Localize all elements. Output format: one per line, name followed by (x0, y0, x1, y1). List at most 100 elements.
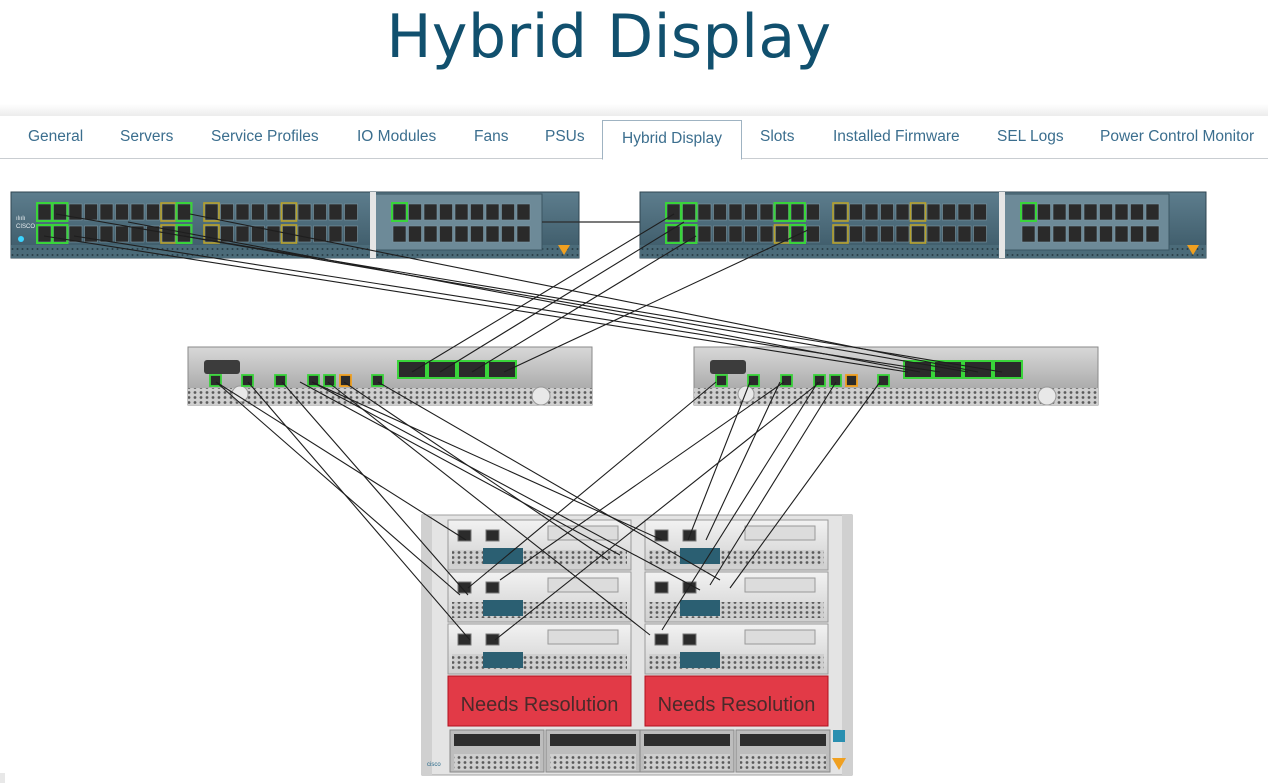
needs-resolution-label: Needs Resolution (461, 694, 619, 716)
cable-line (343, 381, 609, 561)
fi-port (759, 203, 774, 221)
fi-port-active (680, 202, 698, 222)
tab-sel-logs[interactable]: SEL Logs (997, 128, 1064, 145)
fi-port-warning (203, 202, 220, 222)
tab-psus[interactable]: PSUs (545, 128, 585, 145)
io-uplink-port (993, 360, 1023, 379)
tab-slots[interactable]: Slots (760, 128, 795, 145)
tab-general[interactable]: General (28, 128, 84, 145)
fi-port (53, 203, 67, 221)
fi-port (454, 203, 469, 221)
fi-port (470, 225, 484, 243)
fi-port-active (51, 224, 69, 244)
fi-port (485, 225, 500, 243)
blade-drive-bay (744, 577, 816, 593)
fi-port (454, 225, 469, 243)
alert-slot-right[interactable]: Needs Resolution (644, 675, 829, 727)
io-module-b[interactable] (693, 346, 1099, 406)
fi-port (942, 225, 956, 243)
tab-hybrid-display[interactable]: Hybrid Display (602, 120, 742, 160)
blade-drive-bay (547, 525, 619, 541)
fi-port-active (51, 202, 69, 222)
blade-port (654, 529, 669, 542)
blade-port (485, 633, 500, 646)
fi-port (697, 225, 712, 243)
page-title: Hybrid Display (386, 2, 832, 72)
tab-service-profiles[interactable]: Service Profiles (211, 128, 319, 145)
io-port (877, 374, 890, 387)
blade-slots (447, 519, 829, 675)
cable-line (729, 381, 881, 589)
fi-port (833, 203, 848, 221)
io-port (715, 374, 728, 387)
warning-icon (832, 758, 846, 770)
cable-line (189, 213, 979, 373)
fi-port (146, 203, 160, 221)
io-module-a[interactable] (187, 346, 593, 406)
fi-port (911, 203, 925, 221)
fi-port (1130, 225, 1144, 243)
fi-port (1145, 225, 1160, 243)
fi-port (973, 203, 987, 221)
fi-port (220, 225, 234, 243)
tab-io-modules[interactable]: IO Modules (357, 128, 437, 145)
fi-port (728, 225, 743, 243)
tab-servers[interactable]: Servers (120, 128, 174, 145)
fi-port (957, 203, 972, 221)
blade-handle (680, 600, 720, 616)
io-port (813, 374, 826, 387)
fi-port-warning (909, 202, 927, 222)
fi-port (744, 203, 758, 221)
cable-line (73, 235, 941, 373)
power-supply-row: cisco (427, 729, 846, 773)
cable-line (494, 381, 821, 641)
io-port (371, 374, 384, 387)
cable-line (661, 381, 819, 631)
fi-port (251, 225, 265, 243)
fi-port (99, 225, 114, 243)
blade-drive-bay (744, 629, 816, 645)
fi-port-warning (203, 224, 220, 244)
fi-port (1130, 203, 1144, 221)
blade-drive-bay (744, 525, 816, 541)
fi-port (251, 203, 265, 221)
tab-bar: General Servers Service Profiles IO Modu… (0, 116, 1268, 160)
hybrid-topology-diagram: ılıılı CISCO (10, 191, 1207, 776)
io-port (323, 374, 336, 387)
alert-slot-left[interactable]: Needs Resolution (447, 675, 632, 727)
fi-port (115, 203, 129, 221)
cable-line (311, 381, 663, 541)
cable-line (411, 213, 675, 373)
fi-port-warning (832, 202, 849, 222)
fi-port (1052, 203, 1067, 221)
blade-port (485, 581, 500, 594)
cable-links (43, 213, 1003, 641)
blade-vent (649, 550, 824, 566)
cable-line (215, 381, 467, 541)
cable-line (281, 381, 469, 596)
fi-port (501, 225, 515, 243)
fi-port (297, 203, 312, 221)
tab-installed-firmware[interactable]: Installed Firmware (833, 128, 960, 145)
fi-port (146, 225, 160, 243)
svg-text:CISCO: CISCO (16, 224, 35, 230)
blade-port (654, 581, 669, 594)
fi-port (37, 225, 52, 243)
fi-port (392, 225, 407, 243)
cable-line (299, 381, 621, 556)
fi-port (392, 203, 407, 221)
fi-port (115, 225, 129, 243)
fi-port-active (680, 224, 698, 244)
fi-port-warning (832, 224, 849, 244)
cable-line (247, 381, 471, 641)
fi-port (911, 225, 925, 243)
fi-port (470, 203, 484, 221)
io-port (339, 374, 352, 387)
fi-port (682, 203, 696, 221)
fi-port (235, 203, 250, 221)
fi-port-active (391, 202, 408, 222)
tab-fans[interactable]: Fans (474, 128, 509, 145)
fi-port (775, 203, 789, 221)
tab-power-control-monitor[interactable]: Power Control Monitor (1100, 128, 1255, 145)
io-uplink-port (487, 360, 517, 379)
